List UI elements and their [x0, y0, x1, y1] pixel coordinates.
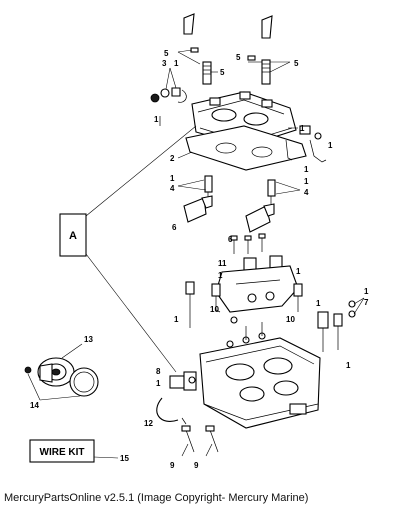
- callout-1: 1: [364, 287, 369, 296]
- hose: [156, 397, 187, 425]
- callout-11: 11: [218, 259, 227, 268]
- callout-15: 15: [120, 454, 129, 463]
- copyright-text: MercuryPartsOnline v2.5.1 (Image Copyrig…: [4, 492, 309, 504]
- side-parts: [185, 281, 356, 352]
- right-linkage: [285, 125, 327, 163]
- callout-10: 10: [210, 305, 219, 314]
- callout-6: 6: [228, 235, 233, 244]
- callout-1: 1: [154, 115, 159, 124]
- top-tags: [183, 13, 273, 39]
- callout-5: 5: [294, 59, 299, 68]
- top-screws: [190, 47, 271, 85]
- bracket: [215, 265, 299, 313]
- gasket: [185, 125, 307, 171]
- callout-2: 2: [170, 154, 175, 163]
- callout-1: 1: [300, 124, 305, 133]
- mid-screws: [230, 233, 283, 271]
- carburetor-body: [199, 322, 321, 429]
- callout-7: 7: [364, 298, 369, 307]
- callout-10: 10: [286, 315, 295, 324]
- callout-13: 13: [84, 335, 93, 344]
- callout-9: 9: [194, 461, 199, 470]
- wire-kit-box: WIRE KIT: [29, 439, 119, 463]
- callout-1: 1: [304, 177, 309, 186]
- callout-5: 5: [236, 53, 241, 62]
- callout-numbers: 5 5 5 5 3 1 1 1 1 1 2 1 4 1 4 6 6 11 1 1…: [30, 49, 369, 470]
- callout-12: 12: [144, 419, 153, 428]
- callout-4: 4: [170, 184, 175, 193]
- metering-floats: [183, 175, 276, 233]
- callout-3: 3: [162, 59, 167, 68]
- callout-1: 1: [218, 271, 223, 280]
- box-a: A: [59, 125, 197, 373]
- wire-kit-label: WIRE KIT: [40, 447, 85, 458]
- bottom-screws: [181, 425, 219, 453]
- callout-6: 6: [172, 223, 177, 232]
- callout-8: 8: [156, 367, 161, 376]
- callout-1: 1: [174, 315, 179, 324]
- leader-lines: [27, 49, 365, 457]
- callout-5: 5: [164, 49, 169, 58]
- callout-1: 1: [328, 141, 333, 150]
- fuel-inlet: [169, 371, 197, 391]
- left-small-parts: [150, 87, 187, 126]
- callout-1: 1: [346, 361, 351, 370]
- callout-1: 1: [174, 59, 179, 68]
- callout-9: 9: [170, 461, 175, 470]
- callout-1: 1: [304, 165, 309, 174]
- callout-4: 4: [304, 188, 309, 197]
- callout-14: 14: [30, 401, 39, 410]
- callout-1: 1: [296, 267, 301, 276]
- callout-5: 5: [220, 68, 225, 77]
- fuel-filter: [24, 357, 99, 397]
- box-a-label: A: [69, 230, 77, 242]
- callout-1: 1: [170, 174, 175, 183]
- callout-1: 1: [316, 299, 321, 308]
- callout-1: 1: [156, 379, 161, 388]
